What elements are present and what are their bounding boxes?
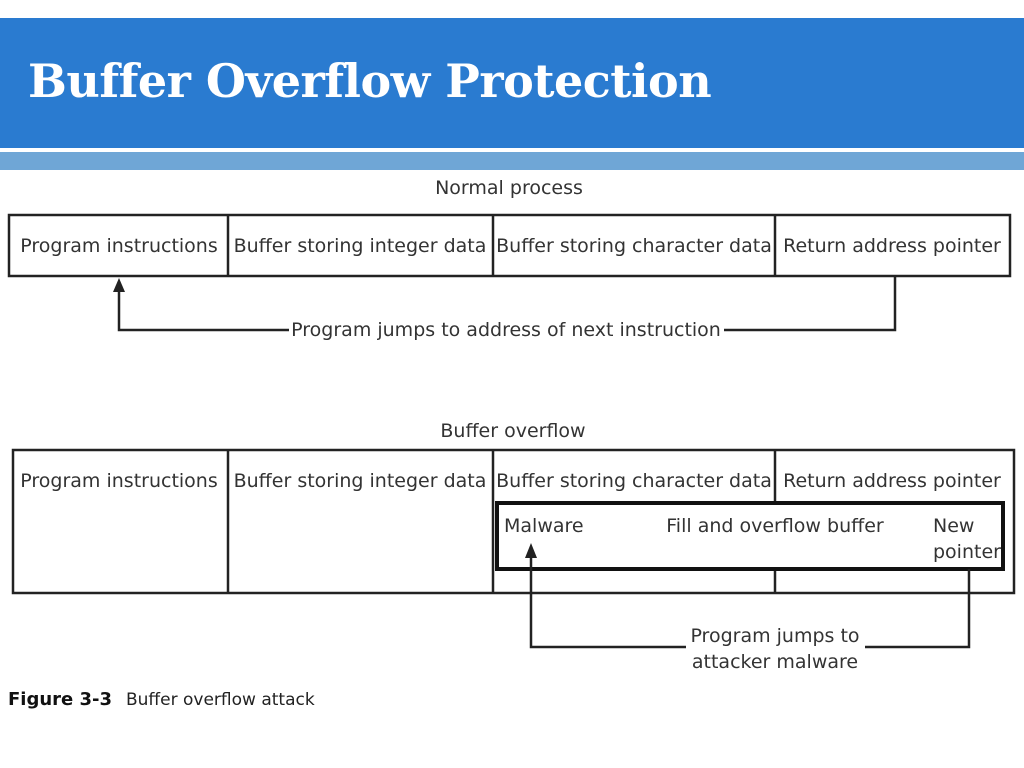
- normal-cell-return-address: Return address pointer: [783, 235, 1001, 257]
- overflow-jump-arrow: Program jumps to attacker malware: [525, 543, 971, 673]
- malware-label: Malware: [504, 515, 584, 537]
- overflow-heading: Buffer overflow: [440, 420, 585, 442]
- overflow-cell-program-instructions: Program instructions: [20, 470, 217, 492]
- overflow-memory-row: Program instructions Buffer storing inte…: [11, 448, 1016, 595]
- normal-process-heading: Normal process: [435, 177, 583, 199]
- overflow-cell-integer-buffer: Buffer storing integer data: [234, 470, 487, 492]
- overflow-arrow-label-line2: attacker malware: [692, 651, 858, 673]
- new-pointer-label-line1: New: [933, 515, 974, 537]
- normal-arrowhead-icon: [113, 278, 125, 292]
- normal-cell-character-buffer: Buffer storing character data: [496, 235, 772, 257]
- overflow-arrow-line-left: [529, 556, 686, 649]
- fill-overflow-label: Fill and overflow buffer: [666, 515, 884, 537]
- figure-number: Figure 3-3: [8, 689, 112, 710]
- title-divider: [0, 150, 1024, 152]
- overflow-arrow-line-right: [865, 569, 971, 649]
- normal-jump-arrow: Program jumps to address of next instruc…: [113, 276, 897, 341]
- title-bar: [0, 18, 1024, 148]
- figure-caption: Figure 3-3 Buffer overflow attack: [8, 689, 315, 710]
- figure-caption-text: Buffer overflow attack: [126, 690, 315, 710]
- overflow-cell-return-address: Return address pointer: [783, 470, 1001, 492]
- overflow-row-frame: [11, 448, 1016, 595]
- title-stripe: [0, 152, 1024, 170]
- normal-row-frame: [7, 213, 1012, 278]
- overflow-cell-character-buffer: Buffer storing character data: [496, 470, 772, 492]
- normal-arrow-label: Program jumps to address of next instruc…: [291, 319, 721, 341]
- overflow-arrowhead-icon: [525, 543, 537, 558]
- slide-title: Buffer Overflow Protection: [28, 54, 712, 108]
- normal-memory-row: Program instructions Buffer storing inte…: [7, 213, 1012, 278]
- normal-cell-program-instructions: Program instructions: [20, 235, 217, 257]
- normal-cell-integer-buffer: Buffer storing integer data: [234, 235, 487, 257]
- normal-arrow-line-left: [117, 290, 289, 332]
- overflow-arrow-label-line1: Program jumps to: [690, 625, 859, 647]
- new-pointer-label-line2: pointer: [933, 541, 1001, 563]
- overflow-payload-box: [495, 501, 1005, 571]
- normal-arrow-line-right: [724, 276, 897, 332]
